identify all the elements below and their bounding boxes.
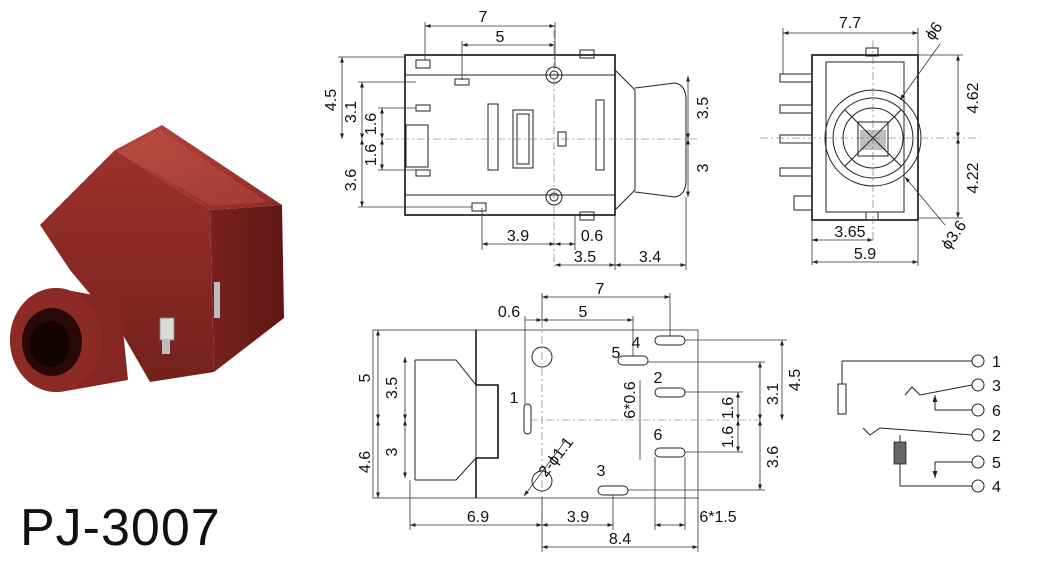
top-view-dimensions — [338, 22, 690, 270]
dim-label: 3 — [384, 447, 401, 456]
dim-label: 3.9 — [567, 509, 589, 526]
part-number-title: PJ-3007 — [20, 499, 221, 557]
dim-label: 5 — [357, 373, 374, 382]
front-view-dim-labels: 7.7 ϕ6 4.62 4.22 3.65 5.9 ϕ3.6 — [834, 15, 982, 263]
dim-label: 5 — [496, 29, 505, 46]
dim-label: 5.9 — [854, 246, 876, 263]
front-view-drawing — [760, 40, 980, 240]
dim-label: 2-ϕ1.1 — [536, 434, 577, 480]
dim-label: 7.7 — [839, 15, 861, 32]
dim-label: 7 — [596, 281, 605, 298]
pin-label: 2 — [992, 428, 1001, 445]
pin-label: 2 — [654, 370, 663, 387]
dim-label: 1.6 — [720, 397, 737, 419]
dim-label: 3.4 — [639, 249, 661, 266]
dim-label: 3.1 — [765, 383, 782, 405]
product-render — [10, 125, 284, 392]
schematic-pin-labels: 1 3 6 2 5 4 — [992, 354, 1001, 496]
dim-label: 4.6 — [357, 451, 374, 473]
dim-label: 6.9 — [467, 509, 489, 526]
dim-label: 3.65 — [834, 224, 865, 241]
pin-label: 6 — [654, 427, 663, 444]
top-view-dim-labels: 7 5 4.5 3.1 1.6 1.6 3.6 3.5 3 3.9 0.6 3.… — [323, 9, 712, 266]
pin-label: 5 — [612, 345, 621, 362]
pcb-layout-drawing — [372, 320, 760, 520]
pcb-pin-labels: 4 5 2 1 6 3 — [510, 335, 663, 480]
dim-label: 1.6 — [363, 144, 380, 166]
schematic-drawing — [837, 354, 985, 493]
dim-label: 7 — [479, 9, 488, 26]
pin-label: 3 — [992, 378, 1001, 395]
top-view-drawing — [385, 30, 700, 270]
dim-label: 1.6 — [363, 113, 380, 135]
dim-label: 0.6 — [498, 304, 520, 321]
dim-label: 4.5 — [787, 369, 804, 391]
dim-label: 3.5 — [384, 377, 401, 399]
dim-label: 4.5 — [323, 89, 340, 111]
pin-label: 6 — [992, 403, 1001, 420]
dim-label: 3.5 — [574, 249, 596, 266]
dim-label: 5 — [579, 304, 588, 321]
dim-label: 0.6 — [581, 228, 603, 245]
pin-label: 3 — [597, 463, 606, 480]
pin-label: 4 — [992, 479, 1001, 496]
dim-label: 6*0.6 — [622, 381, 639, 418]
pcb-dim-labels: 7 0.6 5 5 3.5 4.6 3 4.5 3.1 1.6 1.6 3.6 … — [357, 281, 804, 548]
dim-label: 3.5 — [695, 97, 712, 119]
dim-label: 4.62 — [965, 82, 982, 113]
pin-label: 1 — [992, 354, 1001, 371]
dim-label: 6*1.5 — [699, 509, 736, 526]
pin-label: 4 — [632, 335, 641, 352]
dim-label: 8.4 — [609, 531, 631, 548]
dim-label: 1.6 — [720, 426, 737, 448]
dim-label: 3.6 — [765, 446, 782, 468]
pcb-layout-dimensions — [376, 293, 787, 552]
pin-label: 1 — [510, 390, 519, 407]
dim-label: 4.22 — [965, 162, 982, 193]
dim-label: ϕ6 — [922, 19, 946, 43]
dim-label: 3.6 — [343, 169, 360, 191]
front-view-dimensions — [782, 28, 963, 266]
terminal-circle — [971, 354, 985, 368]
dim-label: 3 — [695, 163, 712, 172]
dim-label: 3.9 — [507, 228, 529, 245]
dim-label: 3.1 — [343, 101, 360, 123]
pin-label: 5 — [992, 455, 1001, 472]
